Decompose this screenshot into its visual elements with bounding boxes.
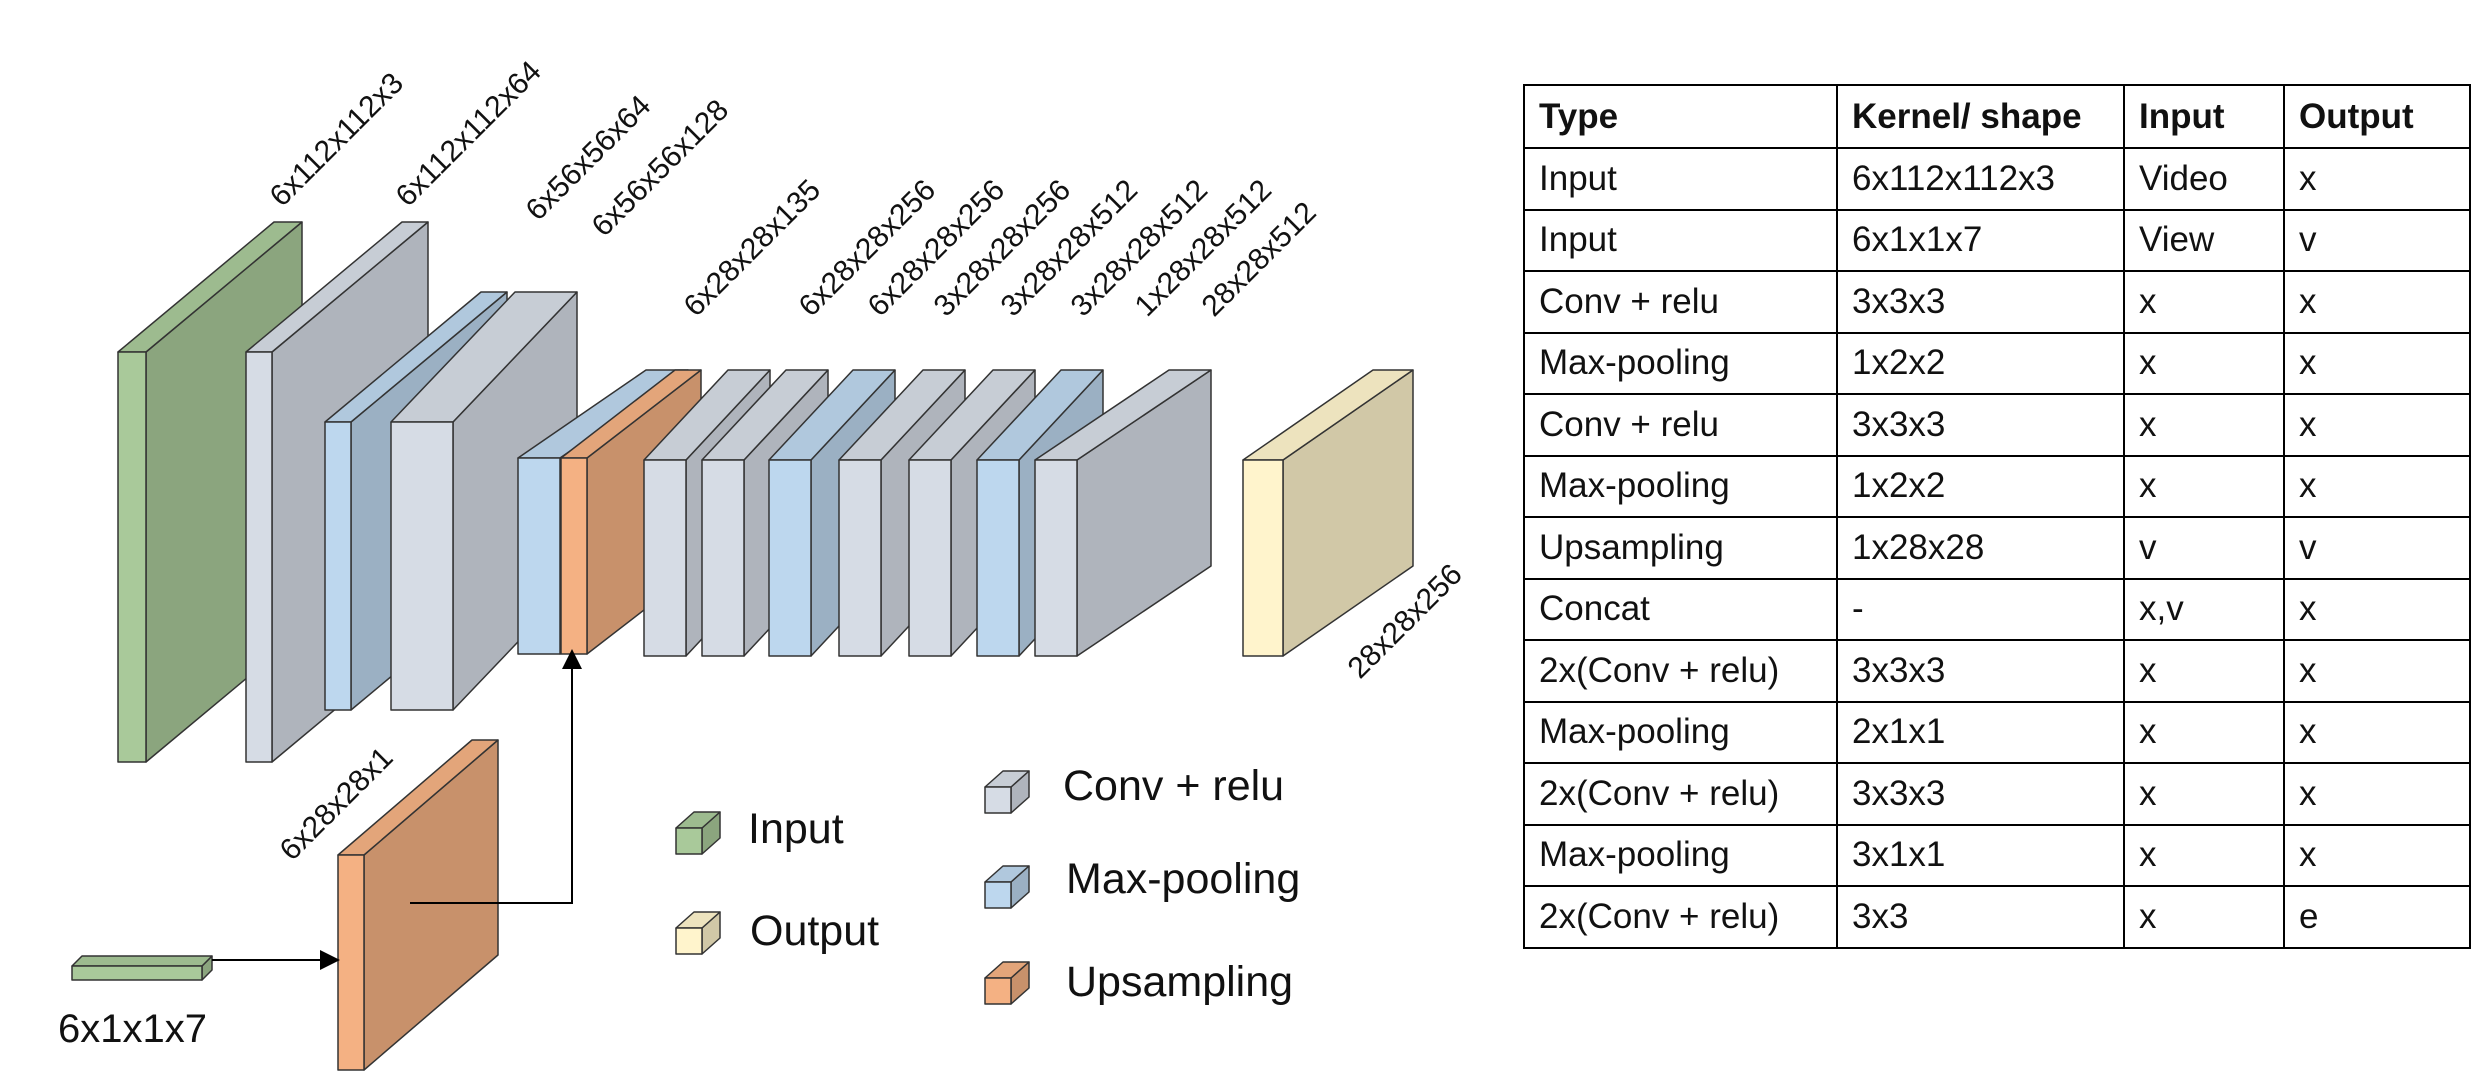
cell-input: x <box>2123 270 2285 334</box>
cell-type: Input <box>1523 147 1838 211</box>
cell-input: View <box>2123 208 2285 272</box>
network-diagram: 6x112x112x36x112x112x646x56x56x646x56x56… <box>58 55 1469 1071</box>
legend-output-cube <box>675 911 721 955</box>
block-view-input <box>71 955 213 981</box>
cell-type: Max-pooling <box>1523 454 1838 518</box>
cell-type: Concat <box>1523 577 1838 641</box>
legend-label-output: Output <box>750 907 879 955</box>
cell-output: e <box>2283 885 2471 949</box>
cell-type: Conv + relu <box>1523 270 1838 334</box>
header-type: Type <box>1523 84 1838 149</box>
legend-input-cube <box>675 811 721 855</box>
cell-output: x <box>2283 331 2471 395</box>
cell-kernel-shape: 6x112x112x3 <box>1836 147 2125 211</box>
cell-output: x <box>2283 147 2471 211</box>
cell-input: x <box>2123 700 2285 764</box>
cell-input: Video <box>2123 147 2285 211</box>
cell-input: x,v <box>2123 577 2285 641</box>
cell-input: x <box>2123 762 2285 826</box>
cell-input: x <box>2123 331 2285 395</box>
cell-kernel-shape: 3x1x1 <box>1836 823 2125 887</box>
block-conv-7 <box>1034 369 1212 657</box>
cell-output: x <box>2283 762 2471 826</box>
cell-type: Max-pooling <box>1523 331 1838 395</box>
cell-type: 2x(Conv + relu) <box>1523 885 1838 949</box>
table-header-row: Type Kernel/ shape Input Output <box>1523 84 2471 149</box>
cell-kernel-shape: 3x3 <box>1836 885 2125 949</box>
cell-kernel-shape: 3x3x3 <box>1836 393 2125 457</box>
cell-type: Upsampling <box>1523 516 1838 580</box>
legend-upsampling-cube <box>984 961 1030 1005</box>
block-view-upsampled <box>337 739 499 1071</box>
cell-output: x <box>2283 393 2471 457</box>
cell-kernel-shape: - <box>1836 577 2125 641</box>
cell-kernel-shape: 1x28x28 <box>1836 516 2125 580</box>
cell-type: Conv + relu <box>1523 393 1838 457</box>
cell-output: x <box>2283 823 2471 887</box>
header-kernel-shape: Kernel/ shape <box>1836 84 2125 149</box>
cell-input: x <box>2123 454 2285 518</box>
cell-type: 2x(Conv + relu) <box>1523 639 1838 703</box>
view-input-label: 6x1x1x7 <box>58 1007 207 1051</box>
cell-output: x <box>2283 577 2471 641</box>
cell-input: x <box>2123 823 2285 887</box>
cell-input: x <box>2123 393 2285 457</box>
layer-dim-label: 6x112x112x64 <box>390 55 548 213</box>
legend-conv-cube <box>984 770 1030 814</box>
upsample-arrow <box>410 649 582 904</box>
legend-label-input: Input <box>748 805 844 853</box>
legend-label-conv: Conv + relu <box>1063 762 1284 810</box>
legend-label-upsampling: Upsampling <box>1066 958 1293 1006</box>
cell-output: v <box>2283 208 2471 272</box>
legend-label-maxpool: Max-pooling <box>1066 855 1300 903</box>
cell-output: x <box>2283 454 2471 518</box>
cell-input: v <box>2123 516 2285 580</box>
cell-kernel-shape: 3x3x3 <box>1836 762 2125 826</box>
layer-blocks <box>71 221 1414 1071</box>
cell-kernel-shape: 3x3x3 <box>1836 270 2125 334</box>
cell-kernel-shape: 1x2x2 <box>1836 454 2125 518</box>
cell-output: x <box>2283 700 2471 764</box>
cell-output: x <box>2283 270 2471 334</box>
cell-kernel-shape: 2x1x1 <box>1836 700 2125 764</box>
legend-maxpool-cube <box>984 865 1030 909</box>
header-output: Output <box>2283 84 2471 149</box>
cell-input: x <box>2123 885 2285 949</box>
cell-output: v <box>2283 516 2471 580</box>
cell-type: Input <box>1523 208 1838 272</box>
cell-type: 2x(Conv + relu) <box>1523 762 1838 826</box>
cell-kernel-shape: 6x1x1x7 <box>1836 208 2125 272</box>
cell-type: Max-pooling <box>1523 823 1838 887</box>
connection-arrows <box>212 649 582 970</box>
cell-input: x <box>2123 639 2285 703</box>
cell-type: Max-pooling <box>1523 700 1838 764</box>
layer-dim-label: 6x112x112x3 <box>264 67 410 213</box>
cell-kernel-shape: 1x2x2 <box>1836 331 2125 395</box>
cell-output: x <box>2283 639 2471 703</box>
cell-kernel-shape: 3x3x3 <box>1836 639 2125 703</box>
header-input: Input <box>2123 84 2285 149</box>
block-output <box>1242 369 1414 657</box>
